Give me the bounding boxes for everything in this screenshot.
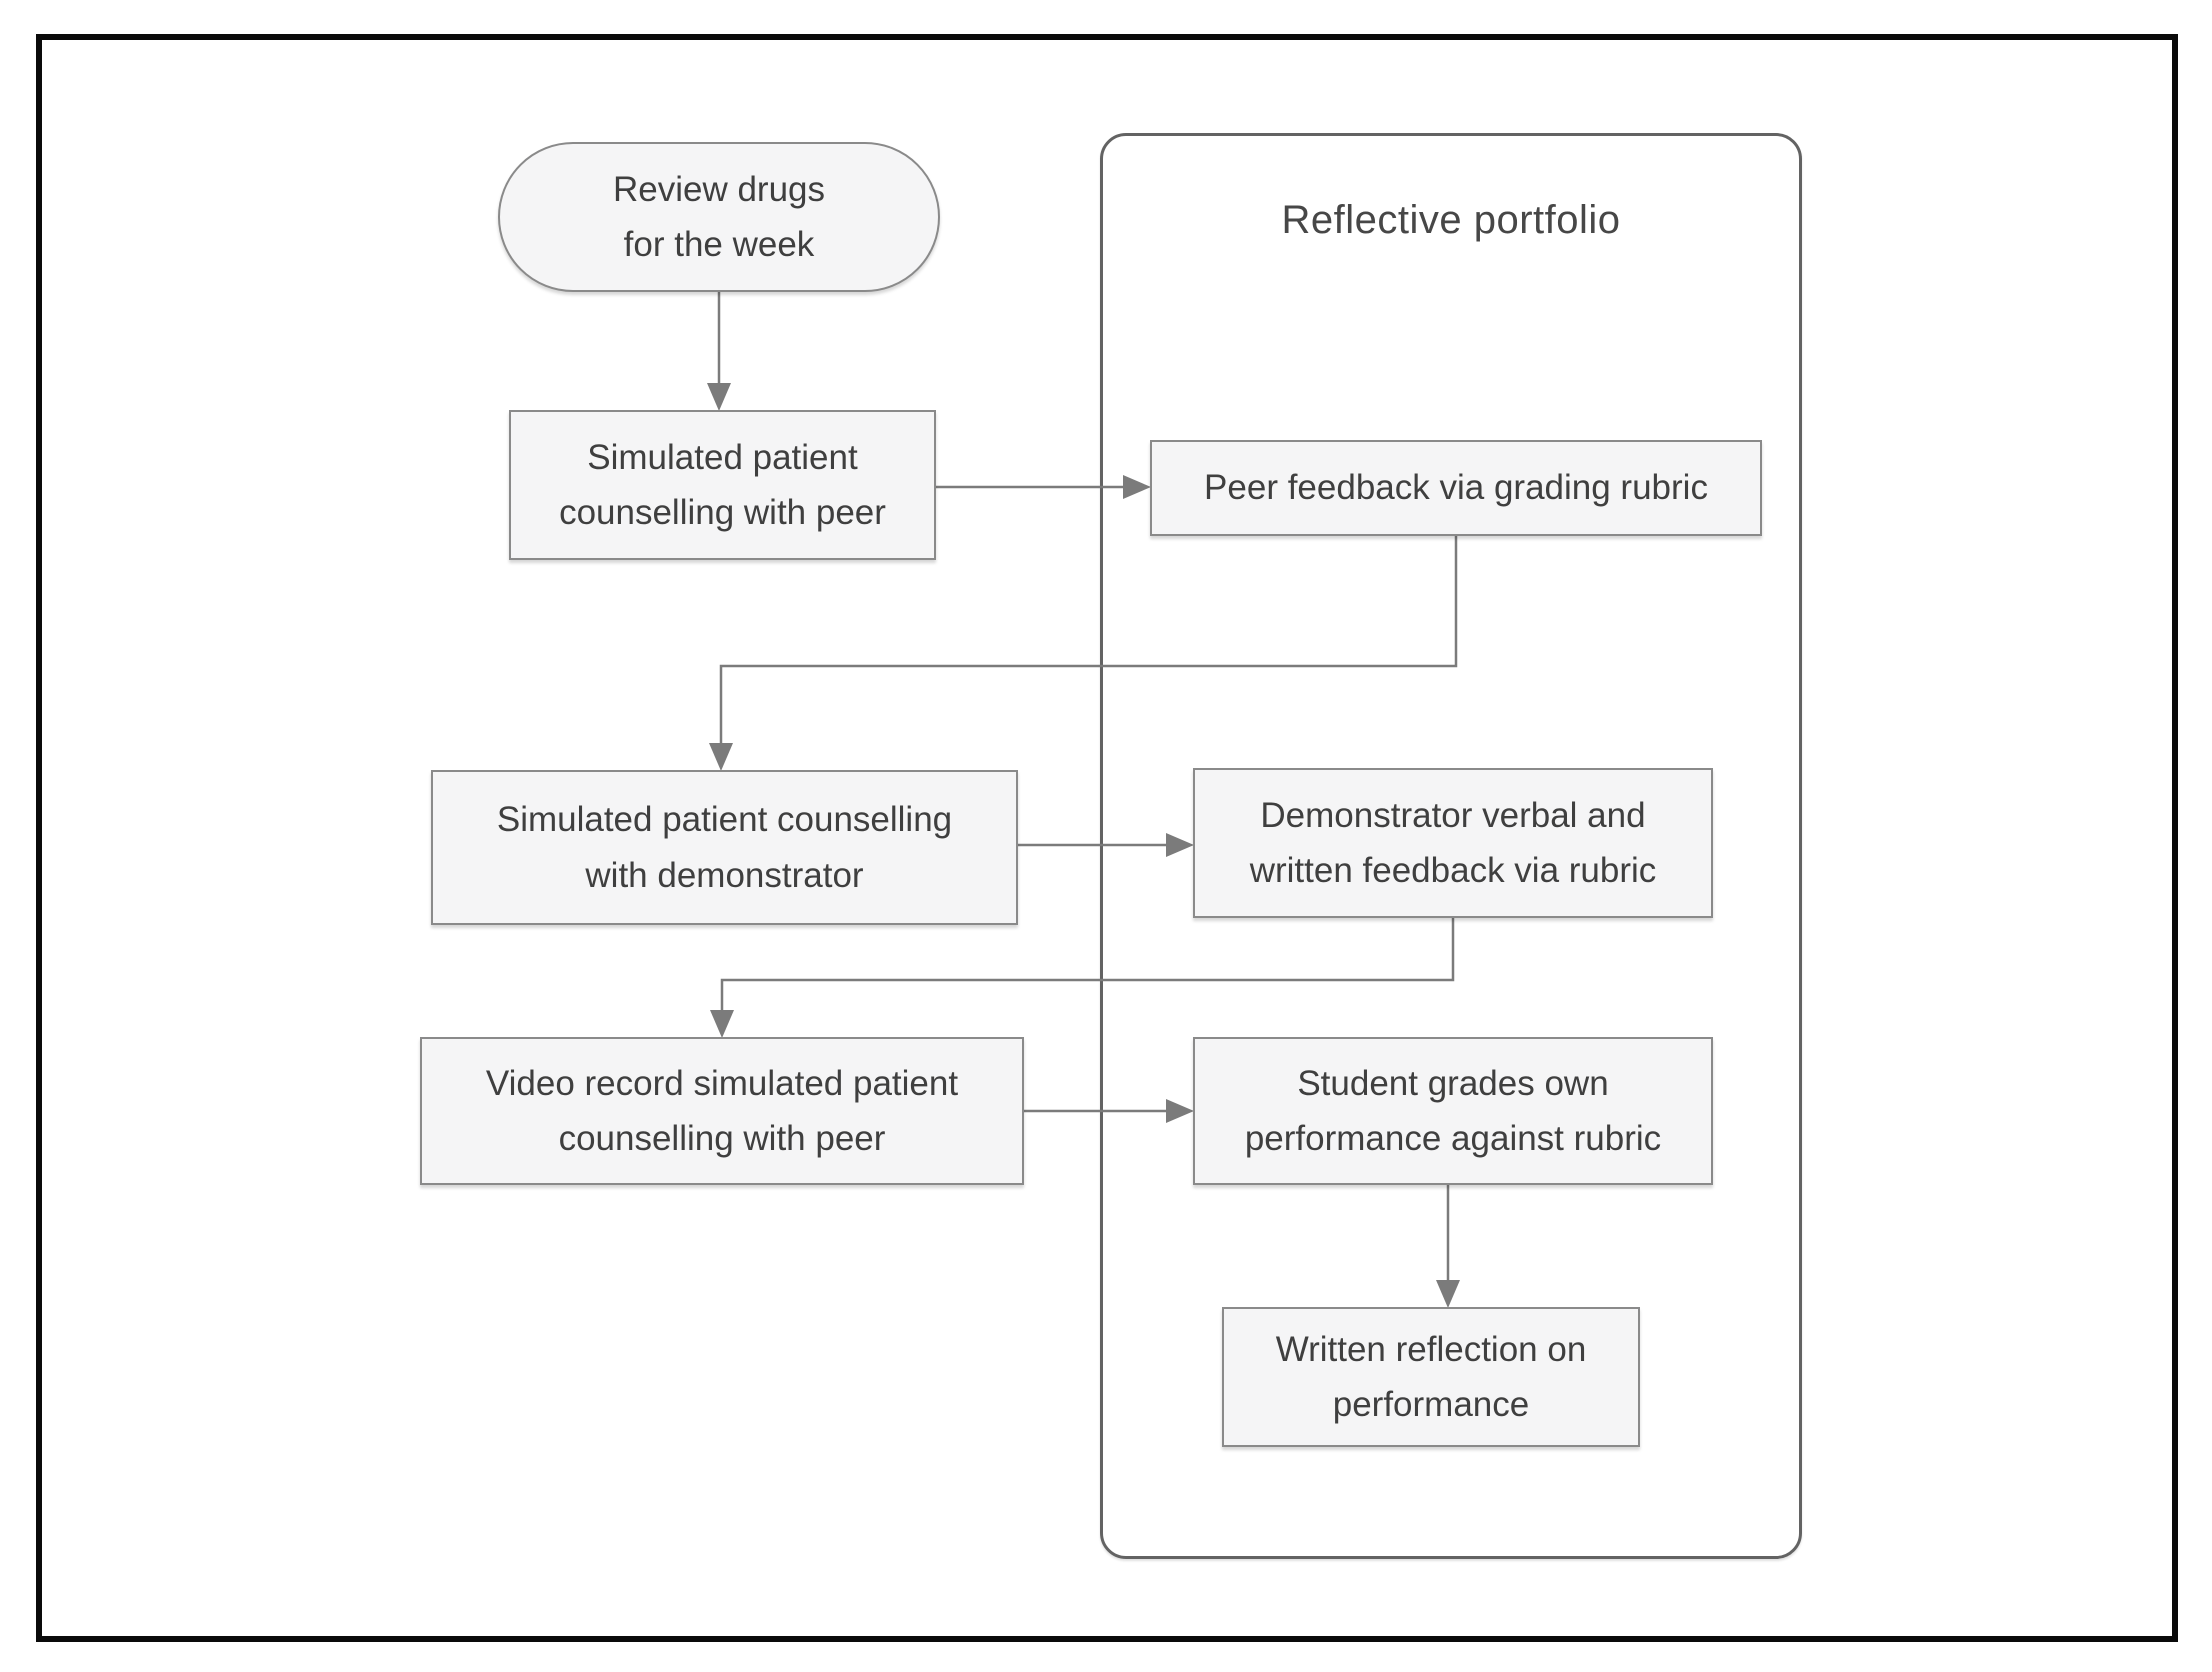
node-label: Simulated patient counselling with demon… [496,800,953,895]
node-written-reflection: Written reflection on performance [1222,1307,1640,1447]
node-video-record-counselling: Video record simulated patient counselli… [420,1037,1024,1185]
container-title: Reflective portfolio [1281,198,1621,242]
node-label: Peer feedback via grading rubric [1204,468,1708,508]
node-student-grades-own-performance: Student grades own performance against r… [1193,1037,1713,1185]
node-label: Video record simulated patient counselli… [485,1063,959,1158]
node-label: Demonstrator verbal and written feedback… [1249,795,1657,890]
node-label: Simulated patient counselling with peer [559,437,886,532]
node-label: Written reflection on performance [1275,1329,1587,1424]
node-label: Review drugs for the week [612,169,826,264]
outer-frame [36,34,2178,1642]
node-simulated-peer-counselling: Simulated patient counselling with peer [509,410,936,560]
node-simulated-demonstrator-counselling: Simulated patient counselling with demon… [431,770,1018,925]
node-review-drugs: Review drugs for the week [498,142,940,292]
node-label: Student grades own performance against r… [1244,1063,1662,1158]
node-demonstrator-feedback: Demonstrator verbal and written feedback… [1193,768,1713,918]
node-peer-feedback: Peer feedback via grading rubric [1150,440,1762,536]
